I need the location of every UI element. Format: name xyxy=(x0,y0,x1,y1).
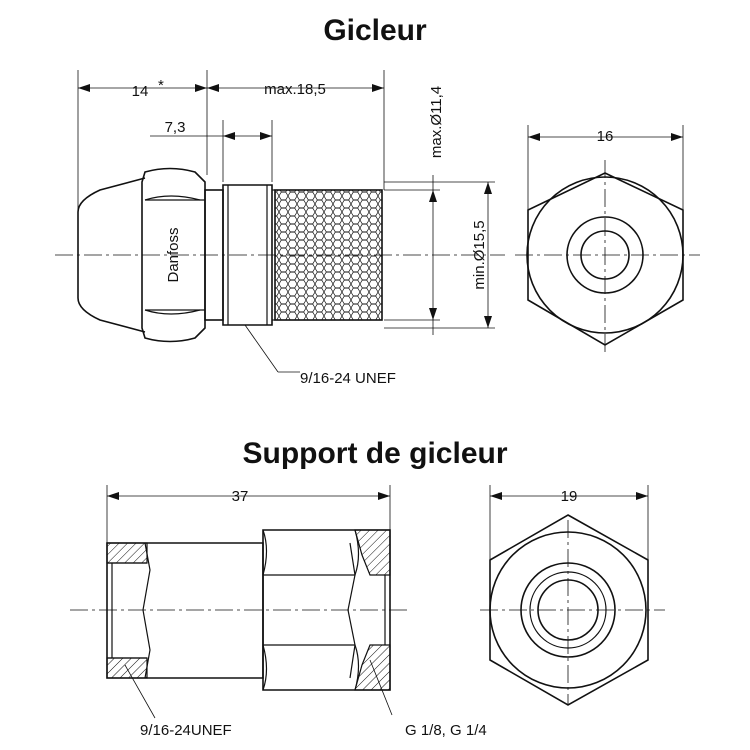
holder-thread-right: G 1/8, G 1/4 xyxy=(405,722,487,739)
holder-end-view xyxy=(480,485,665,706)
nozzle-brand: Danfoss xyxy=(165,227,182,282)
dim-holder-hex-value: 19 xyxy=(561,488,578,505)
nozzle-title: Gicleur xyxy=(323,14,427,47)
dim-holder-length xyxy=(106,485,391,543)
dim-len-filter xyxy=(207,84,384,92)
holder-title: Support de gicleur xyxy=(242,437,507,470)
holder-leaders xyxy=(124,659,393,719)
dim-len-filter-value: max.18,5 xyxy=(264,81,326,98)
dim-holder-length-value: 37 xyxy=(232,488,249,505)
nozzle-end-view xyxy=(515,125,700,355)
nozzle-extension-lines xyxy=(77,70,495,329)
dim-len-body-value: 14 xyxy=(132,83,149,100)
dim-len-body xyxy=(78,84,207,92)
nozzle-thread-label: 9/16-24 UNEF xyxy=(300,370,396,387)
dim-nozzle-hex-value: 16 xyxy=(597,128,614,145)
dim-len-thread-value: 7,3 xyxy=(165,119,186,136)
dim-dia-max xyxy=(429,175,437,335)
dim-dia-min xyxy=(484,182,492,328)
dim-len-thread xyxy=(150,132,272,140)
dim-dia-min-value: min.Ø15,5 xyxy=(471,220,488,289)
dim-len-body-mark: * xyxy=(158,77,164,94)
holder-side-view xyxy=(70,529,410,691)
nozzle-side-view xyxy=(55,167,505,343)
nozzle-thread-leader xyxy=(244,324,300,373)
dim-dia-max-value: max.Ø11,4 xyxy=(428,86,445,158)
holder-thread-left: 9/16-24UNEF xyxy=(140,722,232,739)
